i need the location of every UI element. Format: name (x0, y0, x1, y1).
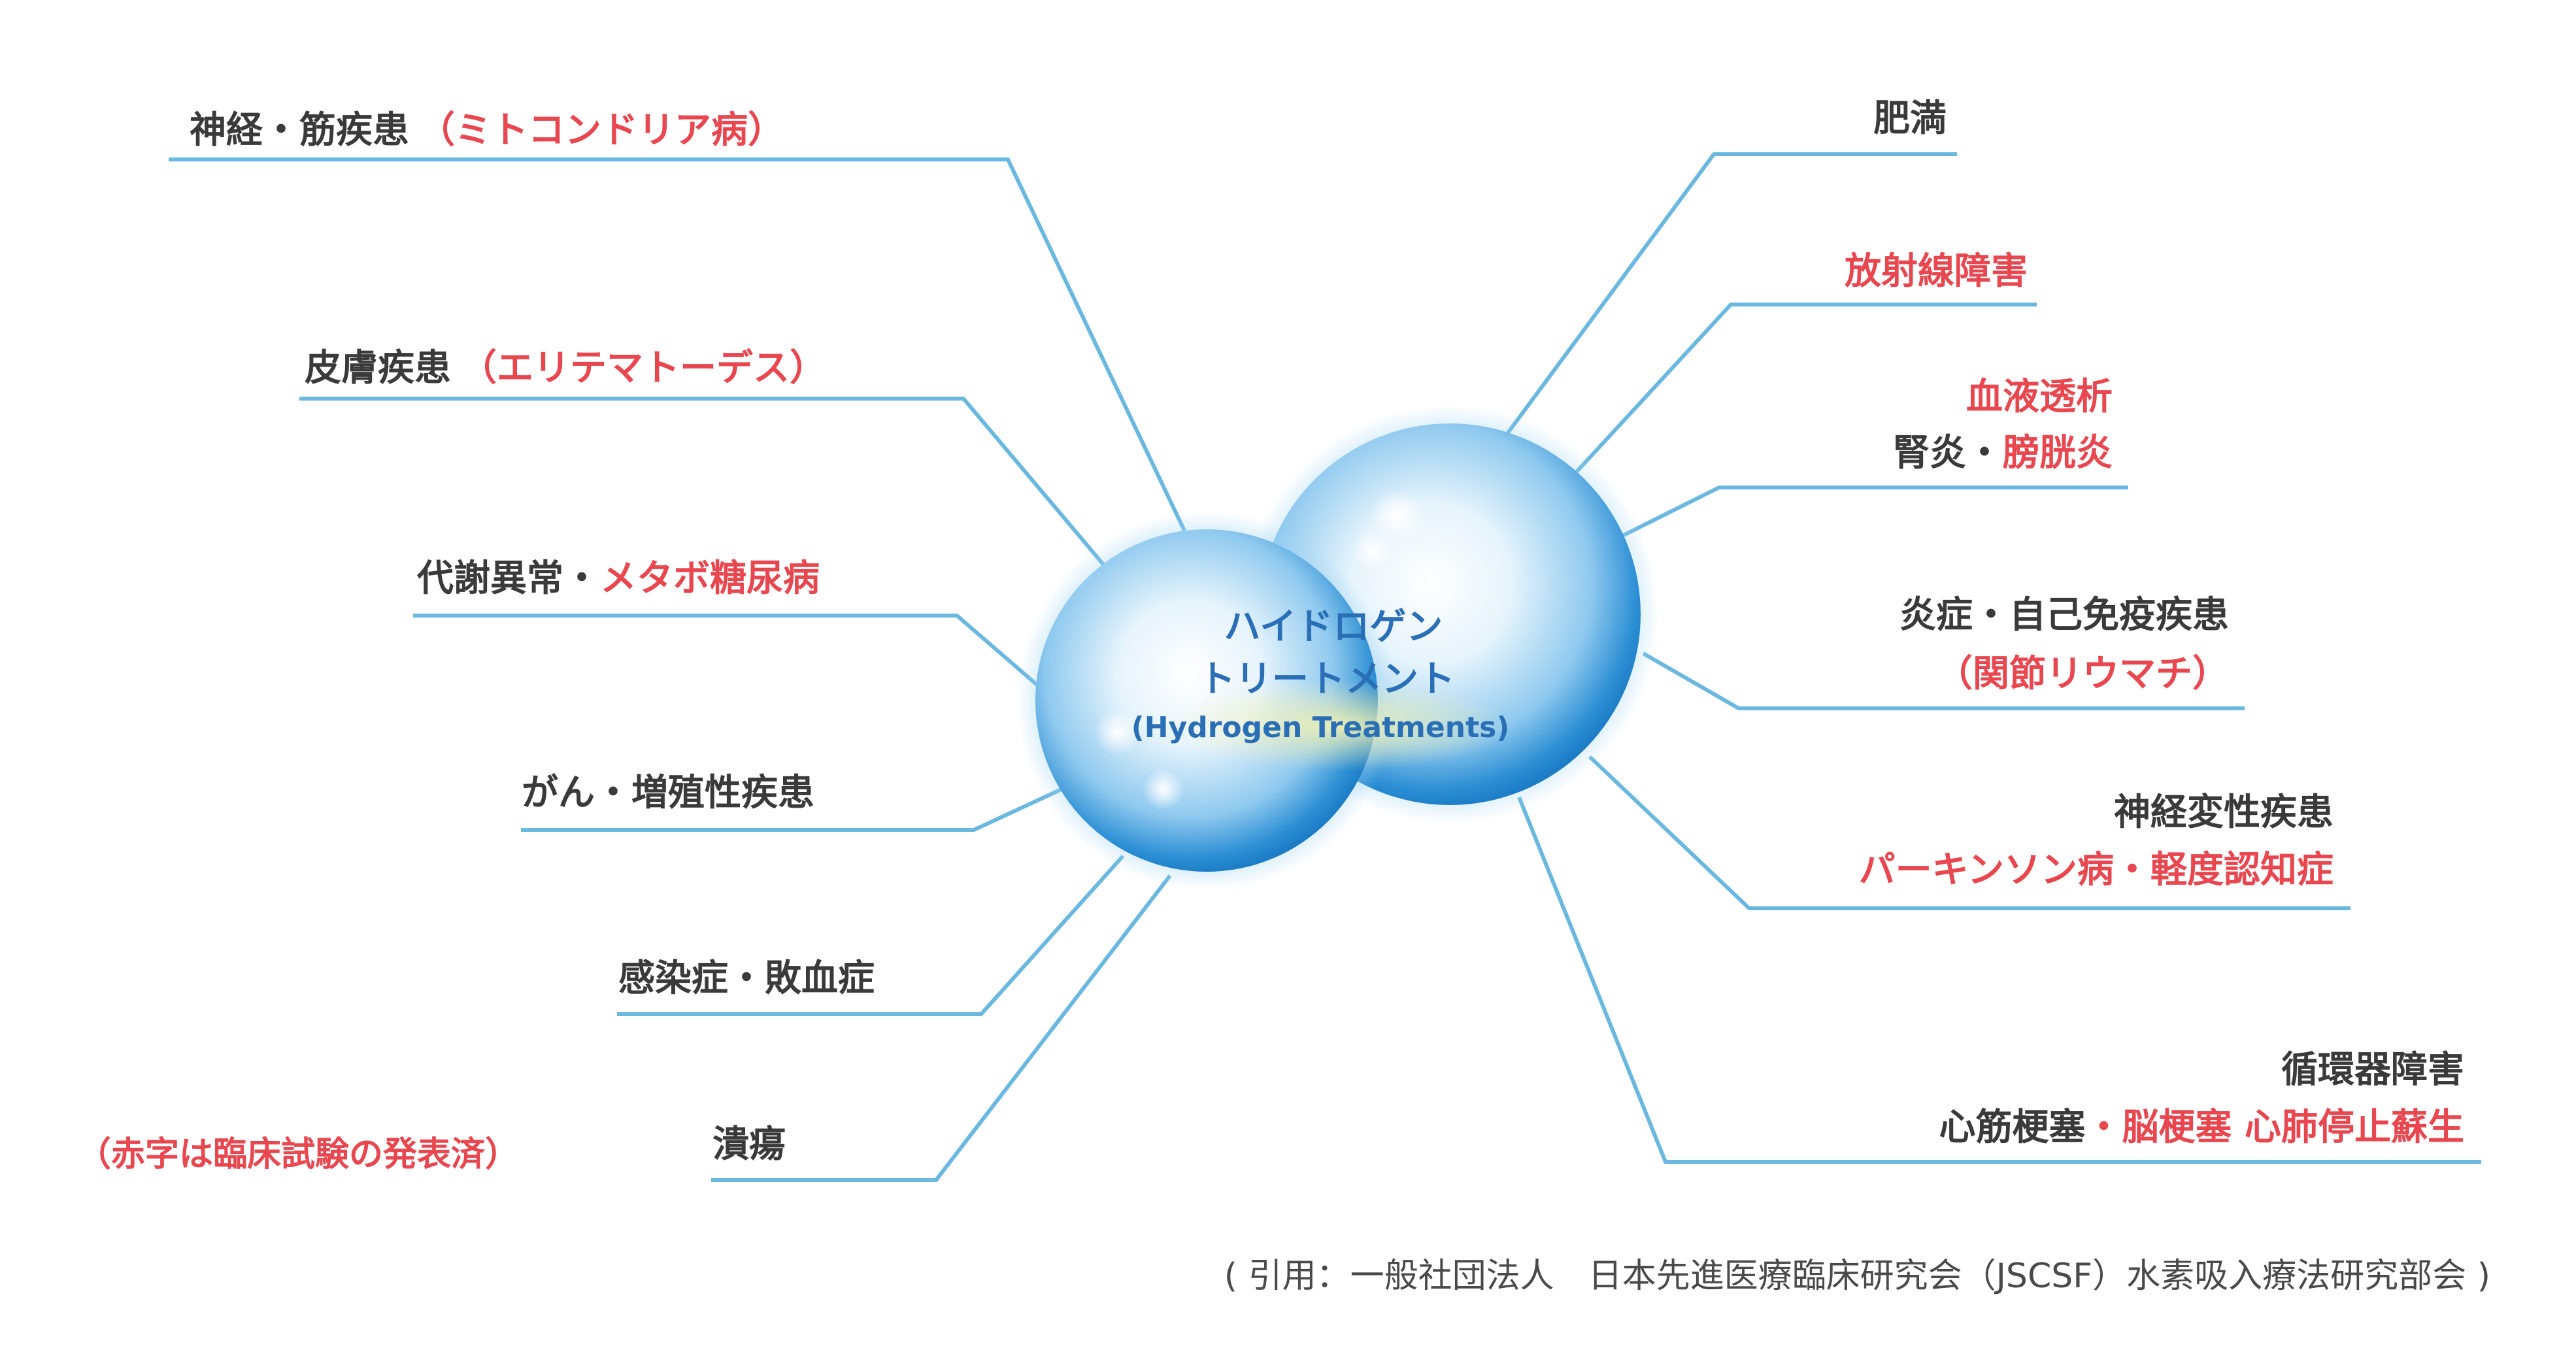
label-kidney-red2: 膀胱炎 (2003, 432, 2113, 474)
label-skin-dark: 皮膚疾患 (305, 347, 451, 389)
right-labels: 肥満 放射線障害 血液透析 腎炎・膀胱炎 炎症・自己免疫疾患 （関節リウマチ） … (1845, 97, 2464, 1149)
line-cancer (521, 786, 1065, 832)
hydrogen-bubbles (1017, 405, 1659, 890)
label-skin-red: （エリテマトーデス） (460, 347, 826, 389)
line-obesity (1490, 152, 1957, 456)
label-obesity: 肥満 (1873, 97, 1947, 140)
label-inflammation-dark: 炎症・自己免疫疾患 (1899, 594, 2229, 636)
label-kidney-red1: 血液透析 (1966, 376, 2113, 418)
label-metabolic-dark: 代謝異常・ (416, 557, 600, 600)
center-line2: トリートメント (1199, 658, 1455, 701)
label-circulatory-dark2: 心筋梗塞 (1939, 1106, 2086, 1149)
label-metabolic: 代謝異常・メタボ糖尿病 (416, 557, 820, 600)
line-metabolic (413, 614, 1050, 697)
line-neurodegen (1588, 755, 2350, 910)
label-inflammation-red: （関節リウマチ） (1936, 653, 2229, 695)
connector-lines (169, 152, 2481, 1182)
line-infection (617, 854, 1125, 1016)
label-ulcer: 潰瘍 (712, 1123, 786, 1166)
label-infection: 感染症・敗血症 (618, 957, 875, 1000)
left-labels: 神経・筋疾患（ミトコンドリア病） 皮膚疾患（エリテマトーデス） 代謝異常・メタボ… (190, 109, 875, 1166)
label-neuro-dark: 神経・筋疾患 (190, 109, 409, 152)
center-line3: (Hydrogen Treatments) (1131, 711, 1510, 744)
line-inflammation (1642, 651, 2245, 710)
label-neuro: 神経・筋疾患（ミトコンドリア病） (190, 109, 784, 152)
label-neurodegen-red: パーキンソン病・軽度認知症 (1859, 849, 2333, 891)
label-metabolic-red: メタボ糖尿病 (600, 557, 820, 600)
label-neurodegen-dark: 神経変性疾患 (2114, 791, 2333, 834)
label-circulatory-red: ・脳梗塞 心肺停止蘇生 (2086, 1106, 2465, 1149)
line-skin (299, 397, 1113, 575)
label-neuro-red: （ミトコンドリア病） (418, 109, 784, 152)
legend-note: （赤字は臨床試験の発表済） (77, 1135, 519, 1174)
line-circulatory (1517, 796, 2481, 1164)
label-circulatory-dark1: 循環器障害 (2281, 1049, 2464, 1091)
line-radiation (1559, 303, 2037, 491)
label-skin: 皮膚疾患（エリテマトーデス） (305, 347, 826, 389)
line-neuro (169, 157, 1186, 532)
label-kidney-line2: 腎炎・膀胱炎 (1893, 432, 2113, 474)
line-ulcer (711, 874, 1172, 1182)
line-kidney (1616, 486, 2128, 540)
label-cancer: がん・増殖性疾患 (522, 772, 814, 814)
label-circulatory-line2: 心筋梗塞・脳梗塞 心肺停止蘇生 (1939, 1106, 2465, 1149)
center-label: ハイドロゲン トリートメント (Hydrogen Treatments) (1131, 606, 1510, 744)
label-radiation: 放射線障害 (1845, 250, 2028, 293)
citation: ( 引用：一般社団法人 日本先進医療臨床研究会（JSCSF）水素吸入療法研究部会… (1224, 1257, 2490, 1296)
center-line1: ハイドロゲン (1224, 606, 1443, 648)
label-kidney-dark: 腎炎・ (1893, 432, 2003, 474)
